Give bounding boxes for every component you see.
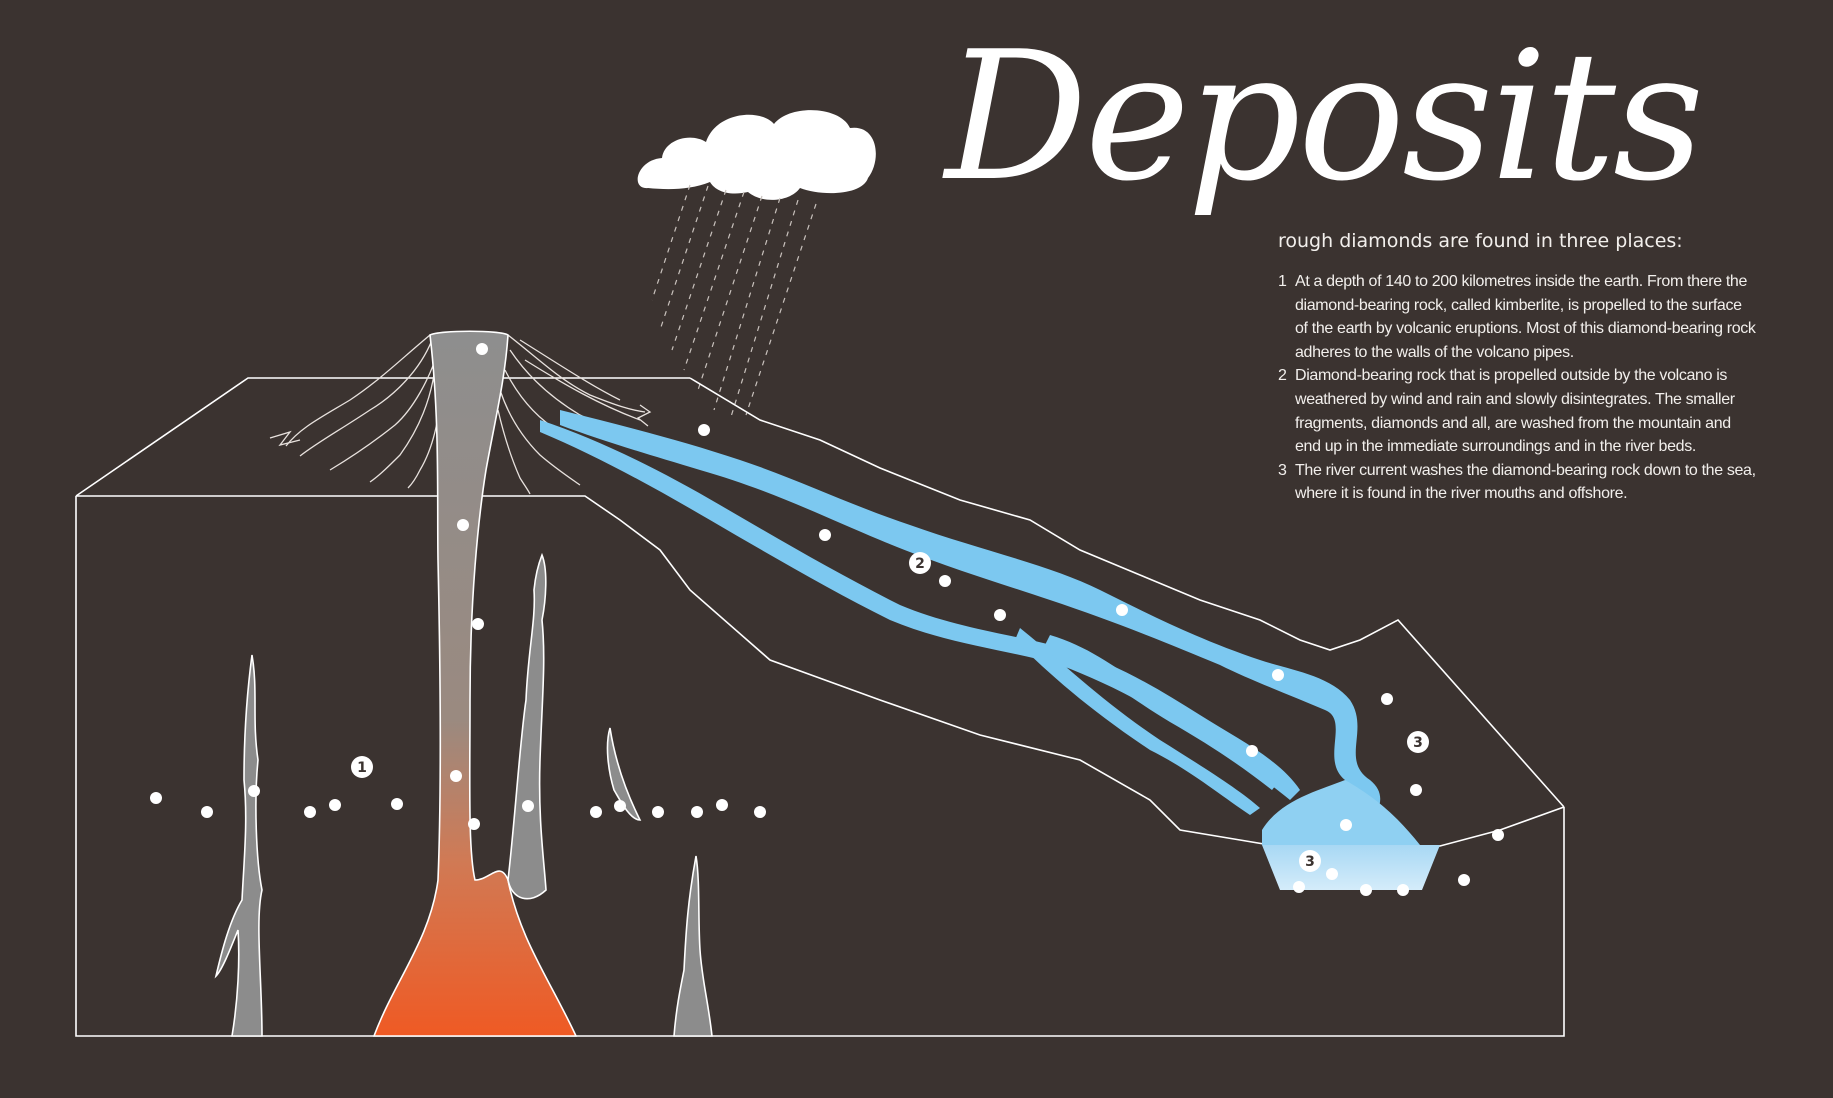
step-text: Diamond-bearing rock that is propelled o…	[1295, 367, 1735, 456]
step-number: 3	[1278, 461, 1287, 479]
steps-list: 1 At a depth of 140 to 200 kilometres in…	[1278, 270, 1758, 506]
intro-text: rough diamonds are found in three places…	[1278, 230, 1683, 252]
earth-block	[75, 377, 1565, 1037]
diamond-icon	[1397, 884, 1409, 896]
diamond-icon	[522, 800, 534, 812]
volcano-pipe	[372, 330, 578, 1037]
diamond-icon	[819, 529, 831, 541]
diamond-icon	[1116, 604, 1128, 616]
diamond-icon	[1293, 881, 1305, 893]
diamond-icon	[248, 785, 260, 797]
marker-3-river: 3	[1407, 731, 1429, 753]
diamond-icon	[457, 519, 469, 531]
marker-3-sea: 3	[1299, 850, 1321, 872]
diamond-icon	[150, 792, 162, 804]
diamond-icon	[201, 806, 213, 818]
svg-text:3: 3	[1413, 735, 1423, 751]
diamond-icon	[472, 618, 484, 630]
svg-text:3: 3	[1305, 854, 1315, 870]
diamond-icon	[1326, 868, 1338, 880]
step-text: At a depth of 140 to 200 kilometres insi…	[1295, 273, 1756, 361]
diamonds	[150, 343, 1504, 896]
diamond-icon	[614, 800, 626, 812]
diamond-icon	[1246, 745, 1258, 757]
diamond-icon	[1492, 829, 1504, 841]
diamond-icon	[329, 799, 341, 811]
cloud-icon	[637, 110, 876, 200]
kimberlite-veins	[214, 654, 713, 1037]
diamond-icon	[476, 343, 488, 355]
diamond-icon	[652, 806, 664, 818]
svg-text:1: 1	[357, 760, 367, 776]
svg-text:2: 2	[915, 556, 925, 572]
diamond-icon	[391, 798, 403, 810]
step-text: The river current washes the diamond-bea…	[1295, 461, 1756, 503]
diamond-icon	[1458, 874, 1470, 886]
list-item: 1 At a depth of 140 to 200 kilometres in…	[1278, 270, 1758, 364]
page-title: Deposits	[945, 13, 1704, 220]
diamond-icon	[1272, 669, 1284, 681]
diamond-icon	[1360, 884, 1372, 896]
list-item: 2 Diamond-bearing rock that is propelled…	[1278, 364, 1758, 458]
diamond-icon	[1410, 784, 1422, 796]
river	[540, 410, 1381, 840]
diamond-icon	[698, 424, 710, 436]
diamond-icon	[754, 806, 766, 818]
diamond-icon	[450, 770, 462, 782]
marker-2: 2	[909, 552, 931, 574]
diamond-icon	[691, 806, 703, 818]
diamond-icon	[716, 799, 728, 811]
rain	[651, 184, 817, 421]
marker-1: 1	[351, 756, 373, 778]
diamond-icon	[304, 806, 316, 818]
diamond-icon	[590, 806, 602, 818]
diamond-icon	[1381, 693, 1393, 705]
diamond-icon	[1340, 819, 1352, 831]
diamond-icon	[468, 818, 480, 830]
step-number: 1	[1278, 273, 1287, 290]
diamond-icon	[939, 575, 951, 587]
diamond-icon	[994, 609, 1006, 621]
step-number: 2	[1278, 367, 1287, 385]
list-item: 3 The river current washes the diamond-b…	[1278, 459, 1758, 506]
